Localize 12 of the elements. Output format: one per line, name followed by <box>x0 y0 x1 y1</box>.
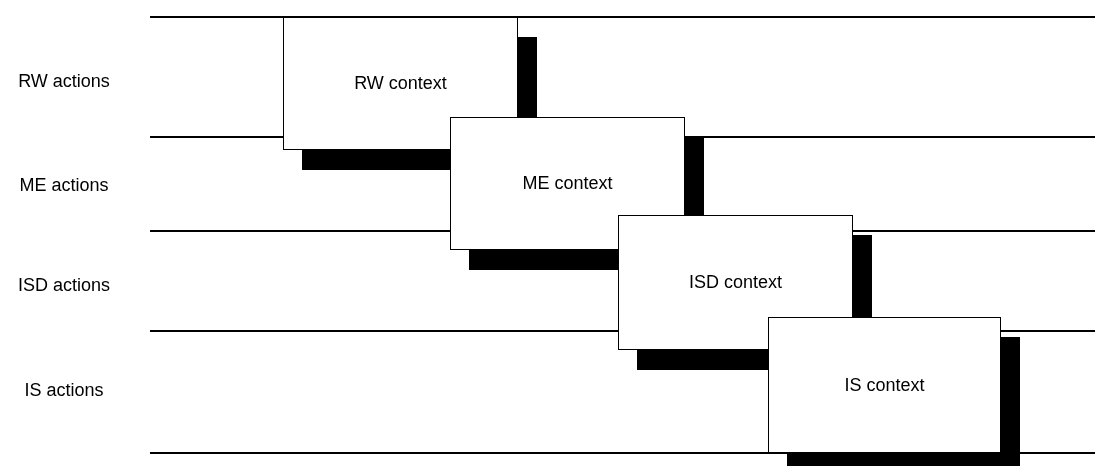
lane-label: ISD actions <box>18 274 110 296</box>
context-label: ISD context <box>688 272 782 293</box>
context-label: IS context <box>844 374 925 396</box>
lane-label: IS actions <box>24 379 104 401</box>
context-box <box>283 17 518 150</box>
context-label: RW context <box>354 73 447 94</box>
lane-label: RW actions <box>18 70 110 92</box>
context-box <box>618 215 853 350</box>
context-box <box>768 317 1001 453</box>
context-box <box>450 117 685 250</box>
context-label: ME context <box>522 173 613 194</box>
lane-label: ME actions <box>19 174 109 196</box>
